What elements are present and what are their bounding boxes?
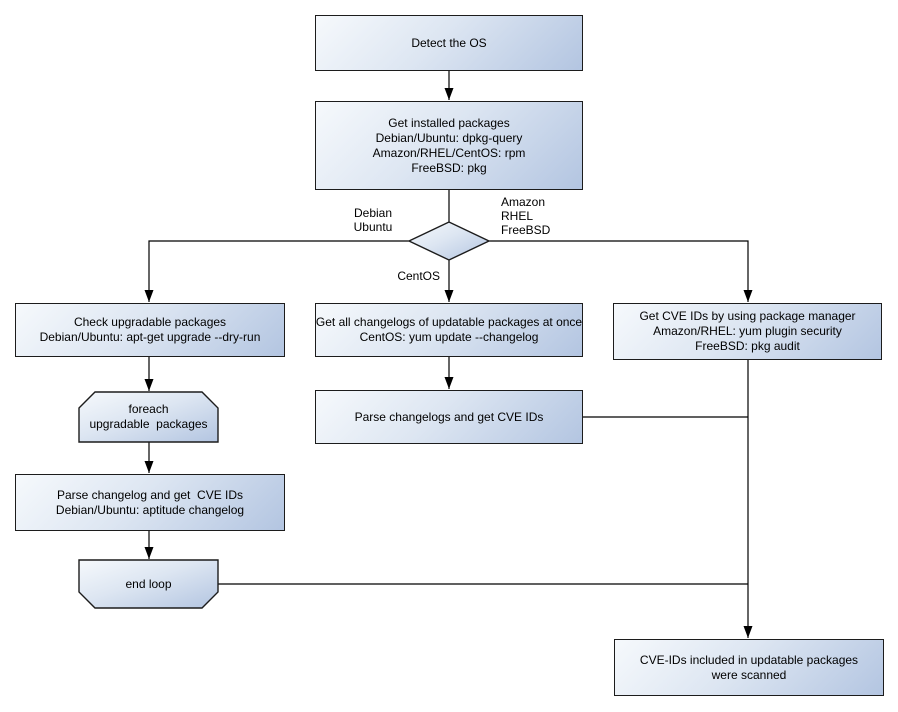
node-text-line: Amazon/RHEL: yum plugin security	[653, 324, 842, 338]
foreach-loop-shape	[78, 391, 219, 443]
node-text-line: were scanned	[711, 667, 787, 682]
node-parse-changelogs-once: Parse changelogs and get CVE IDs	[315, 390, 583, 444]
node-text-line: Get CVE IDs by using package manager	[639, 309, 856, 323]
node-text-line: Amazon/RHEL/CentOS: rpm	[372, 145, 526, 160]
node-text-line: CVE-IDs included in updatable packages	[639, 652, 859, 667]
node-get-cve-ids-pkg-manager: Get CVE IDs by using package manager Ama…	[613, 303, 882, 360]
node-text-line: Debian/Ubuntu: apt-get upgrade --dry-run	[39, 330, 261, 344]
end-loop-shape	[78, 559, 219, 609]
edge-label-line: Amazon	[501, 195, 546, 209]
edge-decision-debian	[144, 240, 409, 302]
node-get-installed-packages: Get installed packages Debian/Ubuntu: dp…	[315, 101, 583, 190]
node-text-line: Parse changelogs and get CVE IDs	[354, 409, 544, 424]
edge-label-line: CentOS	[397, 269, 440, 283]
node-get-all-changelogs: Get all changelogs of updatable packages…	[315, 303, 583, 357]
edge-label-amazon-rhel-freebsd: Amazon RHEL FreeBSD	[501, 195, 550, 237]
node-detect-os: Detect the OS	[315, 15, 583, 71]
node-text-line: foreach	[128, 402, 169, 416]
node-text-line: Get installed packages	[388, 115, 510, 130]
node-foreach-loop: foreach upgradable packages	[79, 392, 218, 442]
node-text-line: Check upgradable packages	[73, 315, 227, 329]
node-text-line: upgradable packages	[89, 417, 208, 431]
node-end-loop: end loop	[79, 560, 218, 608]
node-text-line: Debian/Ubuntu: dpkg-query	[375, 130, 523, 145]
node-text-line: FreeBSD: pkg	[411, 160, 487, 175]
node-check-upgradable: Check upgradable packages Debian/Ubuntu:…	[15, 303, 285, 357]
decision-diamond	[407, 221, 491, 261]
node-text-line: Debian/Ubuntu: aptitude changelog	[55, 502, 245, 517]
edge-label-line: Ubuntu	[353, 220, 393, 234]
node-text-line: Parse changelog and get CVE IDs	[56, 487, 244, 502]
node-text-line: Get all changelogs of updatable packages…	[315, 315, 583, 329]
node-text-line: FreeBSD: pkg audit	[695, 339, 800, 353]
edge-label-line: FreeBSD	[501, 223, 551, 237]
edge-label-line: Debian	[353, 206, 393, 220]
node-result: CVE-IDs included in updatable packages w…	[614, 639, 884, 696]
edge-label-line: RHEL	[501, 209, 534, 223]
node-text-line: CentOS: yum update --changelog	[359, 330, 539, 344]
edge-label-centos: CentOS	[370, 269, 440, 283]
node-text-line: Detect the OS	[411, 35, 487, 50]
node-text-line: end loop	[125, 576, 172, 591]
node-parse-changelog-each: Parse changelog and get CVE IDs Debian/U…	[15, 474, 285, 531]
edge-label-debian-ubuntu: Debian Ubuntu	[345, 206, 401, 234]
edge-decision-amazon	[489, 240, 753, 302]
